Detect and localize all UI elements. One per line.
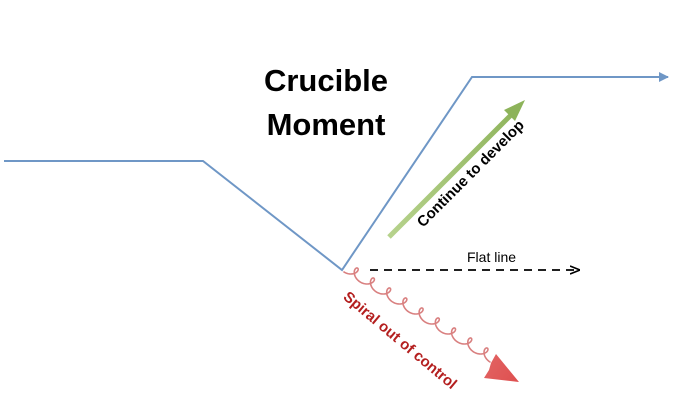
diagram-title-line1: Crucible — [264, 63, 388, 98]
diagram-title-line2: Moment — [267, 107, 386, 142]
spiral-out-of-control-path — [343, 267, 491, 363]
continue-develop-arrow-head — [504, 100, 525, 121]
main-trajectory-line — [4, 72, 669, 272]
flat-line-label: Flat line — [467, 249, 516, 265]
continue-develop-label: Continue to develop — [414, 117, 528, 231]
spiral-arrow-head — [484, 354, 519, 382]
continue-develop-arrow-shaft — [387, 112, 514, 239]
